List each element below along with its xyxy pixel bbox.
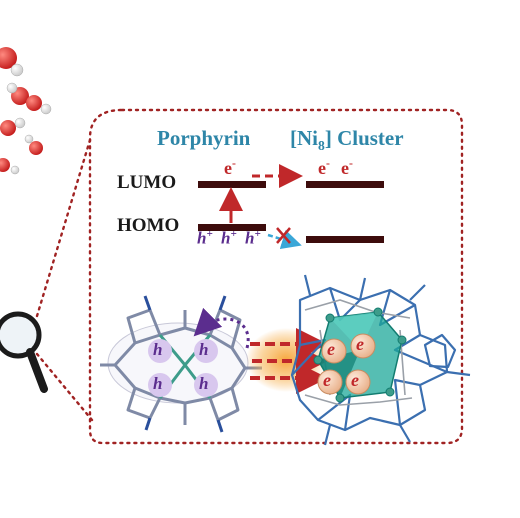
ni8-cluster-model xyxy=(290,274,471,446)
porphyrin-lumo-electron: e- xyxy=(224,157,236,178)
porphyrin-header: Porphyrin xyxy=(157,126,251,150)
magnifier-icon xyxy=(0,311,48,393)
porphyrin-hole-marker-4: h xyxy=(199,374,209,393)
hole-return-arrow xyxy=(193,307,250,349)
cluster-lumo-electron-1: e- xyxy=(318,157,330,178)
cluster-lumo-electron-2: e- xyxy=(341,157,353,178)
ni8-cluster-header: [Ni8] Cluster xyxy=(290,126,404,154)
cluster-electron-marker-3: e xyxy=(323,370,331,390)
cluster-electron-bubbles xyxy=(317,333,376,395)
blocked-hole-transfer xyxy=(267,227,302,250)
porphyrin-hole-marker-1: h xyxy=(153,340,163,359)
homo-label: HOMO xyxy=(117,215,180,236)
cluster-electron-marker-1: e xyxy=(327,339,335,359)
water-molecule-icon xyxy=(0,47,52,175)
lumo-label: LUMO xyxy=(117,172,177,193)
zoom-frame xyxy=(35,108,464,445)
porphyrin-hole-bubbles xyxy=(148,339,218,397)
homo-hole-3: h+ xyxy=(245,228,261,248)
interface-transfer-arrows xyxy=(250,328,328,394)
porphyrin-molecule xyxy=(100,295,262,433)
homo-hole-1: h+ xyxy=(197,228,213,248)
porphyrin-hole-marker-2: h xyxy=(199,340,209,359)
energy-levels xyxy=(198,181,384,243)
porphyrin-hole-marker-3: h xyxy=(153,374,163,393)
homo-hole-2: h+ xyxy=(221,228,237,248)
cluster-electron-marker-4: e xyxy=(351,370,359,390)
cluster-electron-marker-2: e xyxy=(356,334,364,354)
